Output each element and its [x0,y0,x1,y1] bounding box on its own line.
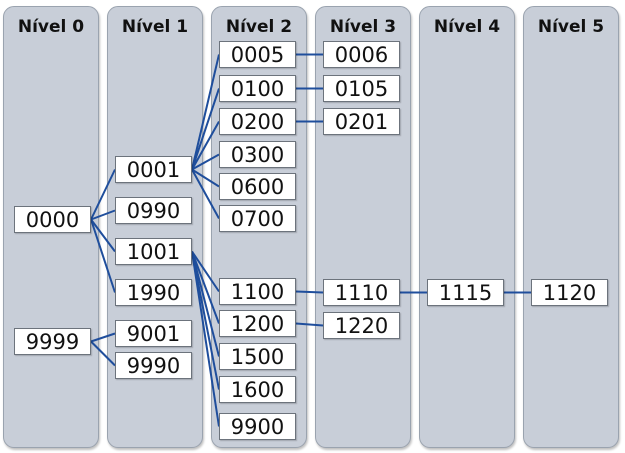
node-0105: 0105 [323,75,400,102]
level-1-column: Nível 1 [107,6,203,448]
node-0300: 0300 [219,141,296,168]
level-1-title: Nível 1 [121,17,189,37]
node-0200: 0200 [219,108,296,135]
level-5-column: Nível 5 [523,6,619,448]
node-9001: 9001 [115,320,192,347]
level-4-title: Nível 4 [433,17,501,37]
node-1500: 1500 [219,343,296,370]
node-1120: 1120 [531,279,608,306]
node-9900: 9900 [219,413,296,440]
node-0600: 0600 [219,173,296,200]
node-1220: 1220 [323,312,400,339]
level-2-title: Nível 2 [225,17,293,37]
node-0700: 0700 [219,205,296,232]
level-3-column: Nível 3 [315,6,411,448]
node-1990: 1990 [115,279,192,306]
node-0005: 0005 [219,41,296,68]
level-5-title: Nível 5 [537,17,605,37]
node-0990: 0990 [115,197,192,224]
level-3-title: Nível 3 [329,17,397,37]
node-9999: 9999 [14,328,91,355]
node-1115: 1115 [427,279,504,306]
node-1001: 1001 [115,238,192,265]
node-1110: 1110 [323,279,400,306]
node-9990: 9990 [115,352,192,379]
level-0-title: Nível 0 [17,17,85,37]
node-0201: 0201 [323,108,400,135]
node-0000: 0000 [14,206,91,233]
node-0006: 0006 [323,41,400,68]
node-1600: 1600 [219,376,296,403]
level-4-column: Nível 4 [419,6,515,448]
node-0001: 0001 [115,156,192,183]
node-0100: 0100 [219,75,296,102]
node-1100: 1100 [219,278,296,305]
node-1200: 1200 [219,310,296,337]
